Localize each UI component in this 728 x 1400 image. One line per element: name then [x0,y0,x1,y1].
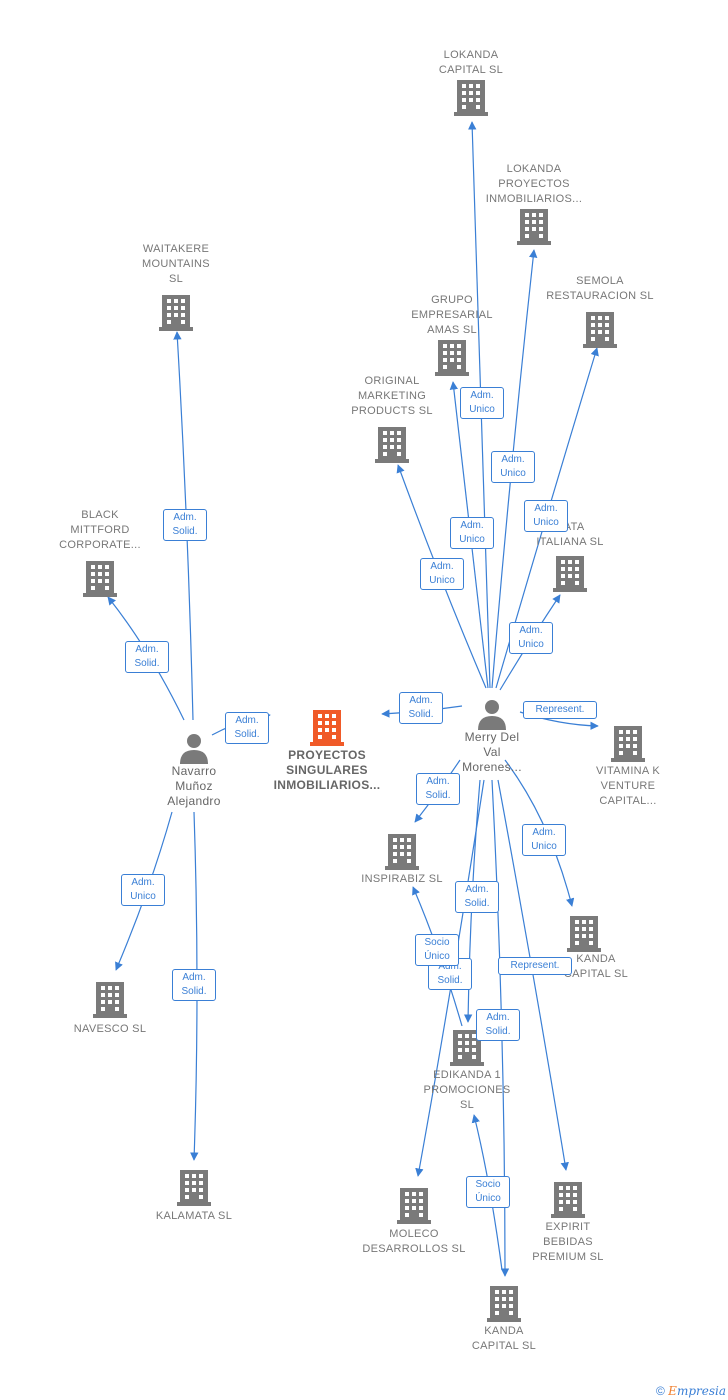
node-label: Merry Del Val Morenes... [462,730,522,774]
node-label: KALAMATA SL [155,1210,233,1222]
node-black-mittford[interactable]: BLACK MITTFORD CORPORATE... [50,508,150,597]
node-label: BLACK MITTFORD CORPORATE... [59,509,141,551]
node-original-marketing[interactable]: ORIGINAL MARKETING PRODUCTS SL [342,374,442,463]
building-icon [450,1030,484,1066]
node-grupo-amas[interactable]: GRUPO EMPRESARIAL AMAS SL [402,293,502,376]
node-label: Navarro Muñoz Alejandro [167,764,221,808]
relation-badge[interactable]: Adm. Solid. [416,773,460,805]
node-label: WAITAKERE MOUNTAINS SL [142,243,210,285]
node-label: KANDA CAPITAL SL [563,953,629,980]
node-expirit[interactable]: EXPIRIT BEBIDAS PREMIUM SL [518,1180,618,1265]
footer-brand[interactable]: © Empresia [656,1384,726,1398]
relation-badge[interactable]: Adm. Solid. [172,969,216,1001]
node-label: EDIKANDA 1 PROMOCIONES SL [423,1069,511,1111]
relation-badge[interactable]: Adm. Unico [522,824,566,856]
node-nata-italiana[interactable]: NATA ITALIANA SL [520,520,620,592]
node-label: EXPIRIT BEBIDAS PREMIUM SL [532,1221,604,1263]
node-label: INSPIRABIZ SL [361,873,443,885]
relation-badge[interactable]: Adm. Unico [524,500,568,532]
person-icon [478,700,506,730]
node-lokanda-proyectos[interactable]: LOKANDA PROYECTOS INMOBILIARIOS... [474,162,594,245]
node-label: LOKANDA CAPITAL SL [438,49,504,76]
relation-badge[interactable]: Adm. Unico [460,387,504,419]
building-icon [487,1286,521,1322]
building-icon [375,427,409,463]
building-icon [567,916,601,952]
relation-badge[interactable]: Adm. Solid. [399,692,443,724]
relation-badge[interactable]: Adm. Unico [420,558,464,590]
node-kanda-capital-bottom[interactable]: KANDA CAPITAL SL [454,1284,554,1354]
node-navesco[interactable]: NAVESCO SL [60,980,160,1037]
node-label: SEMOLA RESTAURACION SL [546,275,654,302]
brand-logo: Empresia [668,1384,726,1398]
relation-badge[interactable]: Adm. Solid. [225,712,269,744]
copyright-symbol: © [655,1384,665,1398]
building-icon [310,710,344,746]
building-icon [435,340,469,376]
node-label: NAVESCO SL [73,1023,147,1035]
relation-badge[interactable]: Adm. Solid. [163,509,207,541]
node-label: KANDA CAPITAL SL [471,1325,537,1352]
relation-badge[interactable]: Represent. [523,701,597,719]
building-icon [385,834,419,870]
node-label: PROYECTOS SINGULARES INMOBILIARIOS... [273,748,381,792]
node-label: MOLECO DESARROLLOS SL [362,1228,466,1255]
node-edikanda[interactable]: EDIKANDA 1 PROMOCIONES SL [412,1028,522,1113]
building-icon [93,982,127,1018]
node-kanda-capital-mid[interactable]: KANDA CAPITAL SL [534,914,634,982]
node-navarro[interactable]: Navarro Muñoz Alejandro [144,732,244,809]
building-icon [553,556,587,592]
edge-merry-expirit [497,779,569,1171]
node-label: LOKANDA PROYECTOS INMOBILIARIOS... [485,163,583,205]
relation-badge[interactable]: Adm. Unico [509,622,553,654]
node-vitamina[interactable]: VITAMINA K VENTURE CAPITAL... [578,724,678,809]
node-semola[interactable]: SEMOLA RESTAURACION SL [540,274,660,348]
node-moleco[interactable]: MOLECO DESARROLLOS SL [354,1186,474,1257]
relation-badge[interactable]: Adm. Solid. [455,881,499,913]
node-lokanda-capital-top[interactable]: LOKANDA CAPITAL SL [421,48,521,116]
building-icon [159,295,193,331]
brand-rest: mpresia [676,1384,726,1398]
building-icon [397,1188,431,1224]
node-inspirabiz[interactable]: INSPIRABIZ SL [352,832,452,887]
relation-badge[interactable]: Adm. Solid. [476,1009,520,1041]
building-icon [551,1182,585,1218]
relation-badge[interactable]: Adm. Unico [121,874,165,906]
node-kalamata[interactable]: KALAMATA SL [144,1168,244,1224]
relation-badge[interactable]: Represent. [498,957,572,975]
node-waitakere[interactable]: WAITAKERE MOUNTAINS SL [126,242,226,331]
building-icon [583,312,617,348]
relation-badge[interactable]: Socio Único [466,1176,510,1208]
node-proyectos-singulares[interactable]: PROYECTOS SINGULARES INMOBILIARIOS... [262,708,392,793]
relation-badge[interactable]: Adm. Unico [450,517,494,549]
relation-badge[interactable]: Adm. Unico [491,451,535,483]
brand-initial: E [668,1384,677,1398]
building-icon [611,726,645,762]
person-icon [180,734,208,764]
node-label: VITAMINA K VENTURE CAPITAL... [596,765,660,807]
building-icon [177,1170,211,1206]
relation-badge[interactable]: Adm. Solid. [125,641,169,673]
node-label: GRUPO EMPRESARIAL AMAS SL [411,294,493,336]
node-label: ORIGINAL MARKETING PRODUCTS SL [351,375,433,417]
relation-badge[interactable]: Socio Único [415,934,459,966]
node-merry[interactable]: Merry Del Val Morenes... [442,698,542,775]
building-icon [517,209,551,245]
building-icon [83,561,117,597]
building-icon [454,80,488,116]
